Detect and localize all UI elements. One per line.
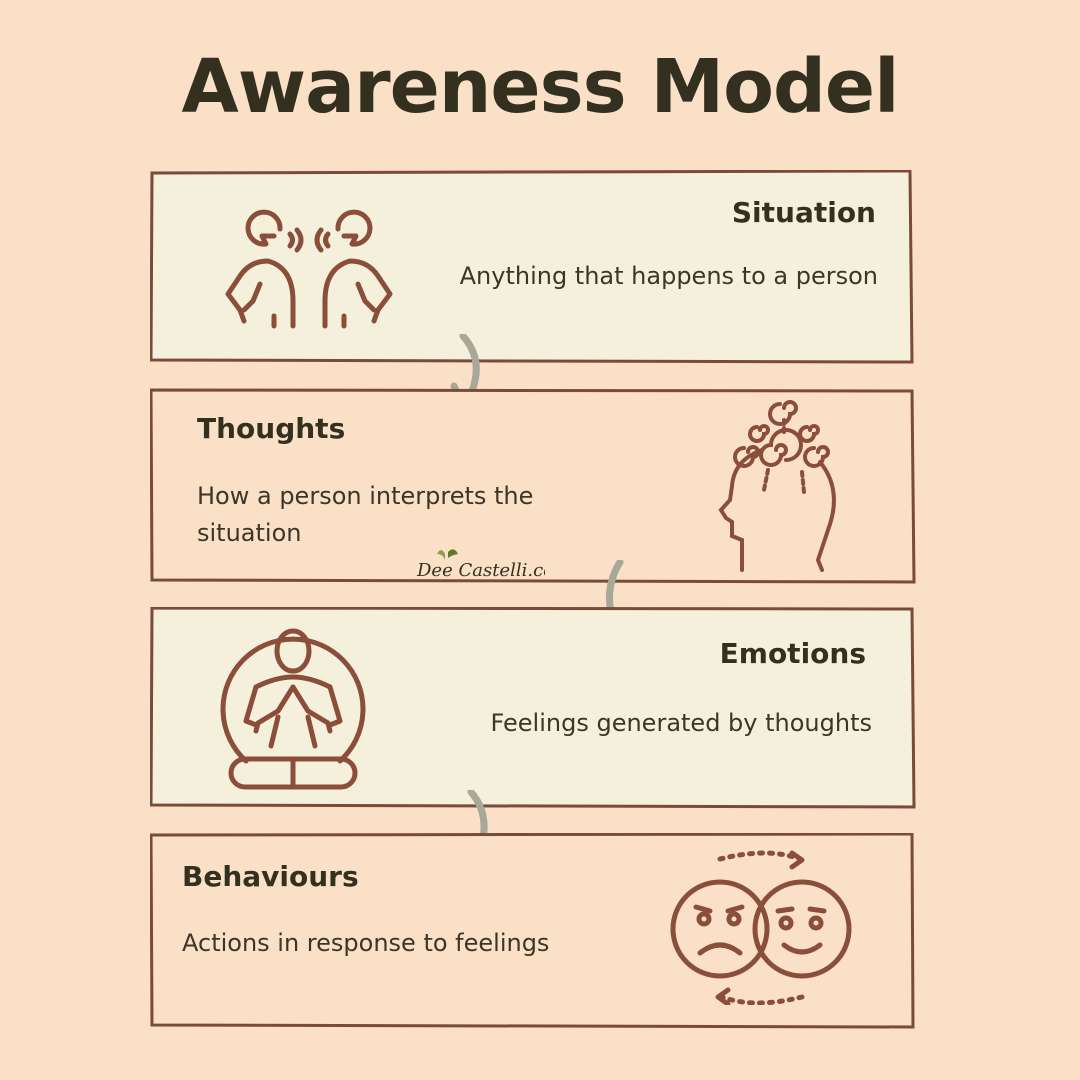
step-description: How a person interprets the situation xyxy=(197,482,534,547)
page-title: Awareness Model xyxy=(181,44,900,130)
head-swirls-icon xyxy=(718,400,836,572)
step-card-behaviours: Behaviours Actions in response to feelin… xyxy=(150,833,915,1029)
step-label: Thoughts xyxy=(197,412,346,445)
svg-text:Dee Castelli.com: Dee Castelli.com xyxy=(416,560,545,581)
step-description: Anything that happens to a person xyxy=(459,262,878,290)
card-frame xyxy=(150,388,916,584)
step-card-situation: Situation Anything that happens to a per… xyxy=(150,170,914,364)
faces-cycle-icon xyxy=(670,850,852,1005)
step-description: Feelings generated by thoughts xyxy=(490,709,872,737)
step-card-thoughts: Thoughts How a person interprets the sit… xyxy=(150,388,916,584)
step-label: Behaviours xyxy=(182,860,359,893)
two-people-talking-icon xyxy=(225,209,393,329)
logo: Dee Castelli.com xyxy=(416,549,545,581)
step-label: Situation xyxy=(731,196,876,229)
meditation-icon xyxy=(220,628,366,790)
step-card-emotions: Emotions Feelings generated by thoughts xyxy=(150,607,916,809)
step-description: Actions in response to feelings xyxy=(182,929,550,957)
step-label: Emotions xyxy=(719,637,866,670)
